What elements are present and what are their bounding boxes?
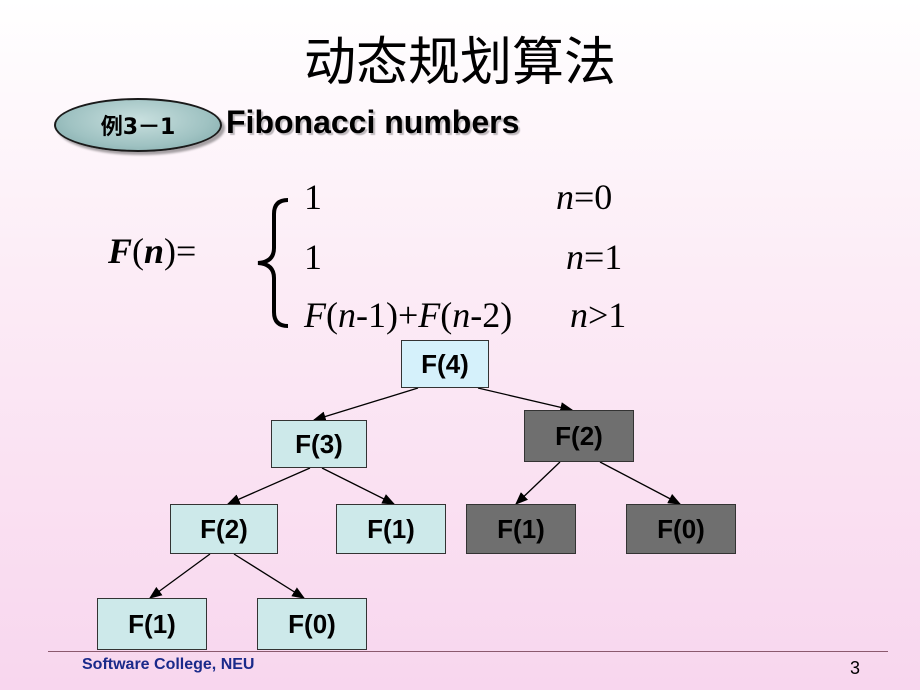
- formula-lhs: F(n)=: [108, 230, 196, 272]
- footer-divider: [48, 651, 888, 652]
- tree-node-f0-dark: F(0): [626, 504, 736, 554]
- cond-1-var: n: [556, 177, 574, 217]
- formula-lhs-name: F: [108, 231, 133, 271]
- tree-node-f0-leaf: F(0): [257, 598, 367, 650]
- footer-text: Software College, NEU: [82, 656, 255, 673]
- edge-f3-f1: [321, 467, 396, 505]
- slide-subtitle: Fibonacci numbers: [226, 104, 520, 140]
- slide-title: 动态规划算法: [303, 33, 616, 93]
- tree-node-f2-dark: F(2): [524, 410, 634, 462]
- edge-f3-f2: [226, 467, 311, 505]
- formula-case-1: 1: [304, 176, 322, 218]
- formula-case-2: 1: [304, 236, 322, 278]
- tree-node-f1-dark: F(1): [466, 504, 576, 554]
- edge-f2-f1-dark: [515, 461, 561, 505]
- tree-node-f2: F(2): [170, 504, 278, 554]
- formula-cond-2: n=1: [566, 236, 622, 278]
- edge-f4-f2: [477, 387, 574, 413]
- edge-f2-f1: [148, 553, 211, 599]
- formula-case-3: F(n-1)+F(n-2): [304, 294, 512, 336]
- case-2-value: 1: [304, 237, 322, 277]
- formula-lhs-close: )=: [164, 231, 197, 271]
- case-3-b: -1)+: [356, 295, 419, 335]
- cond-2-rest: =1: [584, 237, 623, 277]
- left-brace-icon: [257, 198, 289, 328]
- tree-node-f1-leaf: F(1): [97, 598, 207, 650]
- example-badge: 例3－1: [54, 98, 222, 152]
- cond-3-var: n: [570, 295, 588, 335]
- page-number: 3: [850, 658, 861, 678]
- case-3-n2: n: [452, 295, 471, 335]
- formula-lhs-var: n: [144, 231, 165, 271]
- tree-node-f4: F(4): [401, 340, 489, 388]
- case-3-d: -2): [470, 295, 513, 335]
- edge-f2-f0-dark: [599, 461, 682, 505]
- case-3-a: (: [326, 295, 338, 335]
- edge-f4-f3: [312, 387, 419, 422]
- tree-node-f1: F(1): [336, 504, 446, 554]
- cond-3-rest: >1: [588, 295, 627, 335]
- cond-2-var: n: [566, 237, 584, 277]
- formula-cond-1: n=0: [556, 176, 612, 218]
- case-3-n1: n: [338, 295, 356, 335]
- tree-node-f3: F(3): [271, 420, 367, 468]
- case-1-value: 1: [304, 177, 322, 217]
- edge-f2-f0: [233, 553, 306, 599]
- case-3-f1: F: [304, 295, 326, 335]
- cond-1-rest: =0: [574, 177, 613, 217]
- case-3-c: (: [440, 295, 453, 335]
- formula-lhs-open: (: [132, 231, 145, 271]
- case-3-f2: F: [418, 295, 441, 335]
- formula-cond-3: n>1: [570, 294, 626, 336]
